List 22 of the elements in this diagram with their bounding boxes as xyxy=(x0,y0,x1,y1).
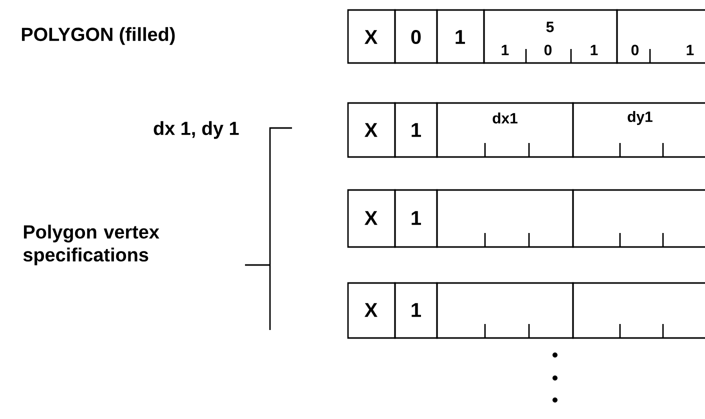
field-cell: 5 1 0 1 xyxy=(483,9,618,64)
field-cell: X xyxy=(347,102,396,158)
field-cell: 1 xyxy=(394,189,438,248)
field-cell: 1 xyxy=(436,9,485,64)
side-label: Polygon vertex specifications xyxy=(23,224,160,266)
field-cell: 1 xyxy=(394,282,438,339)
label: 1 xyxy=(502,44,509,56)
field-cell: X xyxy=(347,282,396,339)
label: 5 xyxy=(546,22,554,32)
field-cell: 0 1 xyxy=(616,9,705,64)
label: 1 xyxy=(590,44,598,56)
label: 1 xyxy=(686,44,694,56)
field-cell: X xyxy=(347,9,396,64)
field-cell: 0 xyxy=(394,9,438,64)
field-cell: dx1 xyxy=(436,102,574,158)
side-label: dx 1, dy 1 xyxy=(154,121,239,139)
label: 0 xyxy=(544,44,552,56)
label: 0 xyxy=(631,44,639,56)
field-cell: 1 xyxy=(394,102,438,158)
field-cell: dy1 xyxy=(572,102,705,158)
side-label: POLYGON (filled) xyxy=(22,27,175,45)
field-cell: X xyxy=(347,189,396,248)
